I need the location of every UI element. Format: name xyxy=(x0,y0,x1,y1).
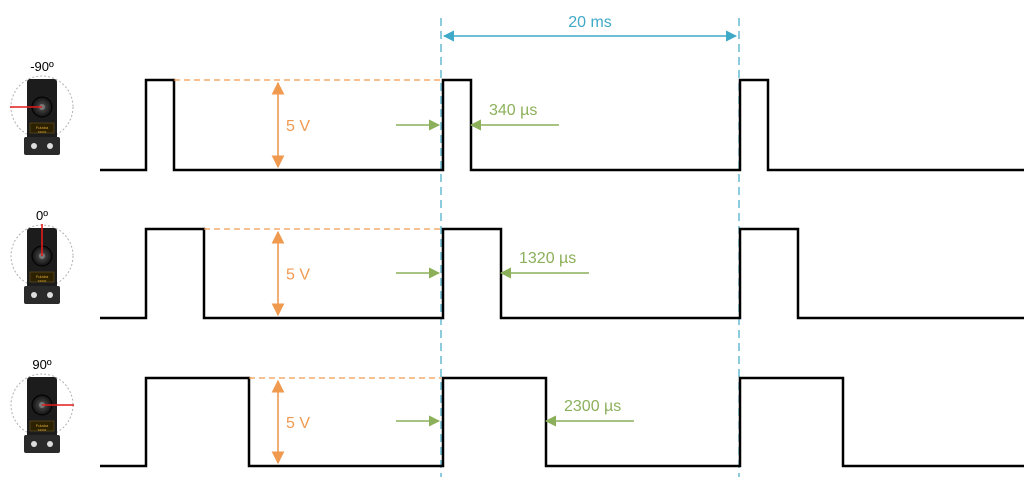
servo-mount-tab xyxy=(24,435,60,453)
mount-hole xyxy=(47,292,53,298)
servo-brand-text: Futaba xyxy=(36,423,49,428)
period-label: 20 ms xyxy=(568,14,612,31)
angle-label: -90º xyxy=(30,59,54,74)
servo-model-text: S3003 xyxy=(38,428,47,432)
servo-mount-tab xyxy=(24,286,60,304)
voltage-label: 5 V xyxy=(286,118,310,135)
mount-hole xyxy=(47,441,53,447)
mount-hole xyxy=(47,143,53,149)
servo-brand-text: Futaba xyxy=(36,274,49,279)
mount-hole xyxy=(31,441,37,447)
pulse-width-label: 1320 µs xyxy=(519,250,576,267)
angle-label: 90º xyxy=(32,357,51,372)
servo-model-text: S3003 xyxy=(38,130,47,134)
pwm-signal-trace xyxy=(100,78,1024,172)
voltage-label: 5 V xyxy=(286,267,310,284)
mount-hole xyxy=(31,292,37,298)
servo-model-text: S3003 xyxy=(38,279,47,283)
pwm-signal-trace xyxy=(100,227,1024,320)
servo-label-plate xyxy=(29,420,55,432)
pulse-width-label: 340 µs xyxy=(489,102,537,119)
mount-hole xyxy=(31,143,37,149)
servo-label-plate xyxy=(29,271,55,283)
pulse-width-label: 2300 µs xyxy=(564,398,621,415)
servo-brand-text: Futaba xyxy=(36,125,49,130)
servo-mount-tab xyxy=(24,137,60,155)
servo-label-plate xyxy=(29,122,55,134)
pwm-signal-trace xyxy=(100,376,1024,468)
angle-label: 0º xyxy=(36,208,48,223)
voltage-label: 5 V xyxy=(286,415,310,432)
